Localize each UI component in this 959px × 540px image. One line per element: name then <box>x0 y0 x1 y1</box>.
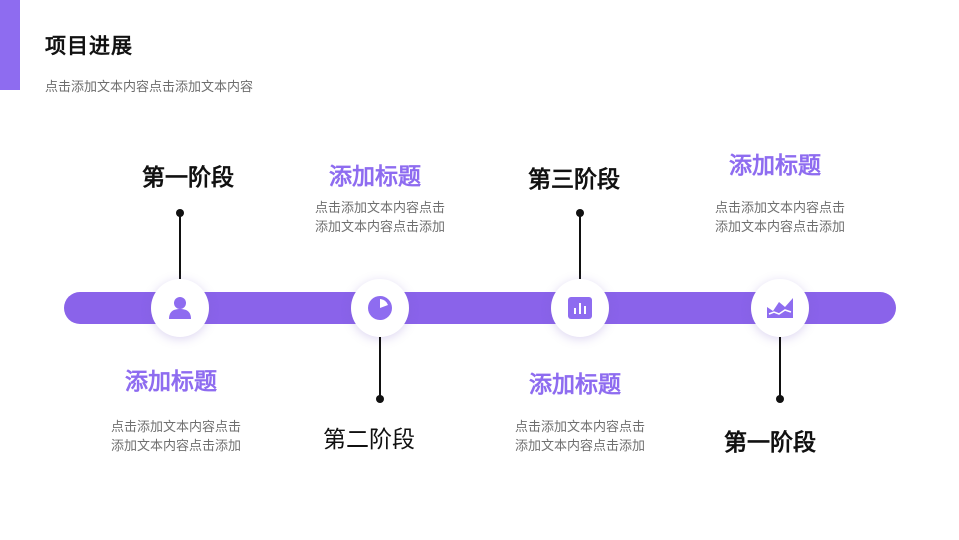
connector-dot-2 <box>376 395 384 403</box>
description-2-line-1: 点击添加文本内容点击 <box>314 201 446 216</box>
description-4: 点击添加文本内容点击 添加文本内容点击添加 <box>715 199 845 237</box>
milestone-node-2[interactable] <box>351 279 409 337</box>
stage-label-1: 第一阶段 <box>142 165 234 191</box>
heading-1: 添加标题 <box>125 369 217 395</box>
description-3-line-2: 添加文本内容点击添加 <box>514 439 646 454</box>
description-4-line-2: 添加文本内容点击添加 <box>714 220 846 235</box>
stage-label-3: 第三阶段 <box>528 167 620 193</box>
user-icon <box>169 297 191 319</box>
accent-bar <box>0 0 20 90</box>
heading-3: 添加标题 <box>529 372 621 398</box>
description-3: 点击添加文本内容点击 添加文本内容点击添加 <box>515 418 645 456</box>
connector-line-3 <box>579 213 581 279</box>
description-2: 点击添加文本内容点击 添加文本内容点击添加 <box>315 199 445 237</box>
stage-label-2: 第二阶段 <box>323 427 415 453</box>
pie-chart-icon <box>368 296 392 320</box>
heading-2: 添加标题 <box>329 164 421 190</box>
description-1: 点击添加文本内容点击 添加文本内容点击添加 <box>111 418 241 456</box>
page-subtitle: 点击添加文本内容点击添加文本内容 <box>45 80 254 95</box>
area-chart-icon <box>767 298 793 318</box>
connector-line-1 <box>179 213 181 279</box>
stage-label-4: 第一阶段 <box>724 430 816 456</box>
description-3-line-1: 点击添加文本内容点击 <box>514 420 646 435</box>
description-1-line-1: 点击添加文本内容点击 <box>110 420 242 435</box>
connector-dot-4 <box>776 395 784 403</box>
heading-4: 添加标题 <box>729 153 821 179</box>
page-title: 项目进展 <box>45 34 133 58</box>
bar-chart-icon <box>568 297 592 319</box>
description-4-line-1: 点击添加文本内容点击 <box>714 201 846 216</box>
connector-line-4 <box>779 337 781 399</box>
description-2-line-2: 添加文本内容点击添加 <box>314 220 446 235</box>
milestone-node-4[interactable] <box>751 279 809 337</box>
milestone-node-3[interactable] <box>551 279 609 337</box>
milestone-node-1[interactable] <box>151 279 209 337</box>
description-1-line-2: 添加文本内容点击添加 <box>110 439 242 454</box>
connector-line-2 <box>379 337 381 399</box>
